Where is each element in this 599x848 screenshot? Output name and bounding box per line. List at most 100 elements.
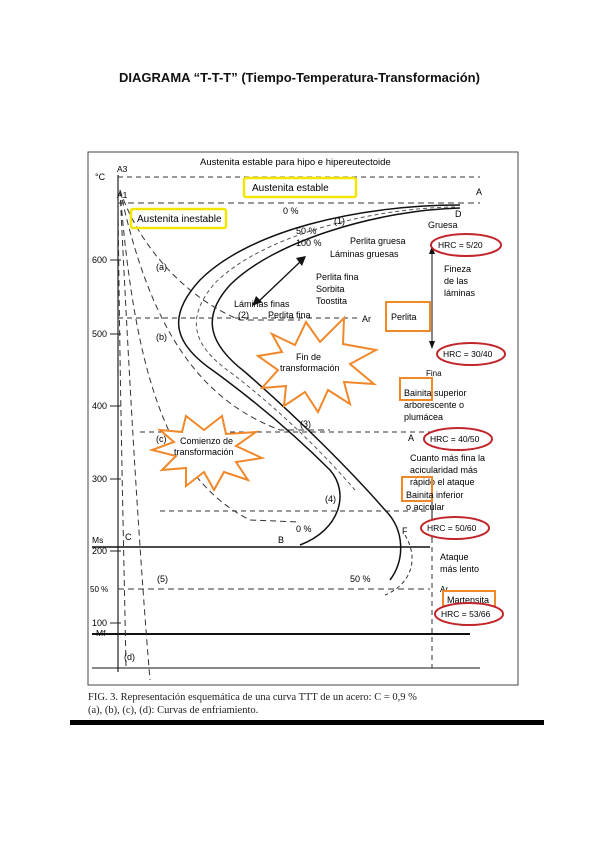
cooling-curve-b bbox=[119, 189, 330, 431]
label-two: (2) bbox=[238, 310, 249, 320]
ellipse-hrc-3 bbox=[423, 427, 493, 451]
text-bainita-inferior: Bainita inferior bbox=[406, 490, 464, 500]
page-title: DIAGRAMA “T-T-T” (Tiempo-Temperatura-Tra… bbox=[119, 70, 480, 85]
ar-mark-3: Ar bbox=[440, 585, 448, 594]
label-perlita-fina-1: Perlita fina bbox=[316, 272, 359, 282]
cooling-curve-d2 bbox=[117, 199, 127, 669]
box-perlita bbox=[385, 301, 431, 332]
half-curve bbox=[195, 206, 456, 491]
label-pct0-low: 0 % bbox=[296, 524, 312, 534]
text-acicular: o acicular bbox=[406, 502, 445, 512]
text-hrc-5: HRC = 53/66 bbox=[441, 609, 491, 619]
text-austenita-inestable: Austenita inestable bbox=[137, 214, 222, 225]
label-ataque-2: más lento bbox=[440, 564, 479, 574]
cooling-label-d: (d) bbox=[124, 652, 135, 662]
text-perlita: Perlita bbox=[391, 312, 417, 322]
label-laminas-finas: Láminas finas bbox=[234, 299, 290, 309]
text-comienzo-1: Comienzo de bbox=[180, 436, 233, 446]
label-cuanto-3: rápido el ataque bbox=[410, 477, 475, 487]
label-fineza-2: de las bbox=[444, 276, 469, 286]
box-austenita-estable bbox=[242, 176, 358, 199]
ellipse-hrc-4 bbox=[420, 516, 490, 540]
text-hrc-2: HRC = 30/40 bbox=[443, 349, 493, 359]
label-pct50-low: 50 % bbox=[350, 574, 371, 584]
text-fin-1: Fin de bbox=[296, 352, 321, 362]
label-perlita-fina-2: Perlita fina bbox=[268, 310, 311, 320]
cooling-curve-a bbox=[119, 189, 300, 321]
label-gruesa: Gruesa bbox=[428, 220, 458, 230]
ellipse-hrc-1 bbox=[430, 233, 502, 257]
point-b: B bbox=[278, 535, 284, 545]
text-hrc-4: HRC = 50/60 bbox=[427, 523, 477, 533]
text-bainita-superior: Bainita superior bbox=[404, 388, 467, 398]
label-fineza-3: láminas bbox=[444, 288, 476, 298]
tick-200: 200 bbox=[92, 546, 107, 556]
text-fin-2: transformación bbox=[280, 363, 340, 373]
text-austenita-estable: Austenita estable bbox=[252, 183, 329, 194]
ttt-diagram: Austenita estable para hipo e hipereutec… bbox=[87, 151, 519, 686]
unit-label: °C bbox=[95, 172, 106, 182]
cooling-label-c: (c) bbox=[156, 434, 167, 444]
box-austenita-inestable bbox=[129, 207, 228, 230]
tick-400: 400 bbox=[92, 401, 107, 411]
burst-fin-transformacion bbox=[255, 315, 379, 415]
tick-300: 300 bbox=[92, 474, 107, 484]
arrow-fineza-up bbox=[429, 246, 435, 254]
cooling-label-b: (b) bbox=[156, 332, 167, 342]
cooling-curve-d bbox=[119, 189, 151, 681]
diagram-frame bbox=[87, 151, 519, 686]
box-bainita-superior bbox=[399, 377, 433, 401]
arrow-laminas-tail bbox=[296, 256, 306, 266]
label-toostita: Toostita bbox=[316, 296, 347, 306]
caption-line-1: FIG. 3. Representación esquemática de un… bbox=[88, 692, 417, 703]
text-hrc-1: HRC = 5/20 bbox=[438, 240, 483, 250]
label-pct50-top: 50 % bbox=[296, 226, 317, 236]
ms-label: Ms bbox=[92, 535, 103, 545]
text-martensita: Martensita bbox=[447, 595, 489, 605]
label-sorbita: Sorbita bbox=[316, 284, 345, 294]
pct50-axis-label: 50 % bbox=[90, 585, 108, 594]
start-curve bbox=[177, 204, 461, 546]
text-arborescente: arborescente o bbox=[404, 400, 464, 410]
tick-600: 600 bbox=[92, 255, 107, 265]
caption-line-2: (a), (b), (c), (d): Curvas de enfriamien… bbox=[88, 705, 259, 716]
tick-500: 500 bbox=[92, 329, 107, 339]
bottom-bar bbox=[70, 720, 544, 725]
label-laminas-gruesas: Láminas gruesas bbox=[330, 249, 399, 259]
lower-dashed-curve bbox=[384, 534, 413, 596]
ar-mark-2: A bbox=[408, 433, 414, 443]
a1-label: A1 bbox=[117, 190, 128, 200]
label-one: (1) bbox=[334, 216, 345, 226]
label-four: (4) bbox=[325, 494, 336, 504]
tick-100: 100 bbox=[92, 618, 107, 628]
label-perlita-gruesa: Perlita gruesa bbox=[350, 236, 406, 246]
cooling-curve-c bbox=[119, 189, 301, 523]
label-cuanto-1: Cuanto más fina la bbox=[410, 453, 485, 463]
label-three: (3) bbox=[300, 419, 311, 429]
text-comienzo-2: transformación bbox=[174, 447, 234, 457]
ar-mark-1: Ar bbox=[362, 314, 371, 324]
point-f: F bbox=[402, 526, 408, 536]
label-pct100-top: 100 % bbox=[296, 238, 322, 248]
text-hrc-3: HRC = 40/50 bbox=[430, 434, 480, 444]
arrow-laminas bbox=[257, 261, 301, 303]
label-fina: Fina bbox=[426, 369, 442, 378]
cooling-label-a: (a) bbox=[156, 262, 167, 272]
a3-label: A3 bbox=[117, 164, 128, 174]
end-curve bbox=[211, 207, 461, 581]
burst-comienzo-transformacion bbox=[148, 414, 266, 493]
figure-caption: FIG. 3. Representación esquemática de un… bbox=[88, 691, 548, 717]
arrow-laminas-head bbox=[252, 296, 262, 306]
box-bainita-inferior bbox=[401, 476, 433, 502]
point-a: A bbox=[476, 187, 482, 197]
label-fineza-1: Fineza bbox=[444, 264, 471, 274]
point-d: D bbox=[455, 209, 462, 219]
label-ataque-1: Ataque bbox=[440, 552, 469, 562]
label-pct0-top: 0 % bbox=[283, 206, 299, 216]
arrow-fineza-down bbox=[429, 341, 435, 349]
top-label: Austenita estable para hipo e hipereutec… bbox=[200, 157, 391, 168]
ellipse-hrc-5 bbox=[434, 602, 504, 626]
point-c: C bbox=[125, 532, 132, 542]
axis-ticks bbox=[110, 259, 121, 624]
ellipse-hrc-2 bbox=[436, 342, 506, 366]
